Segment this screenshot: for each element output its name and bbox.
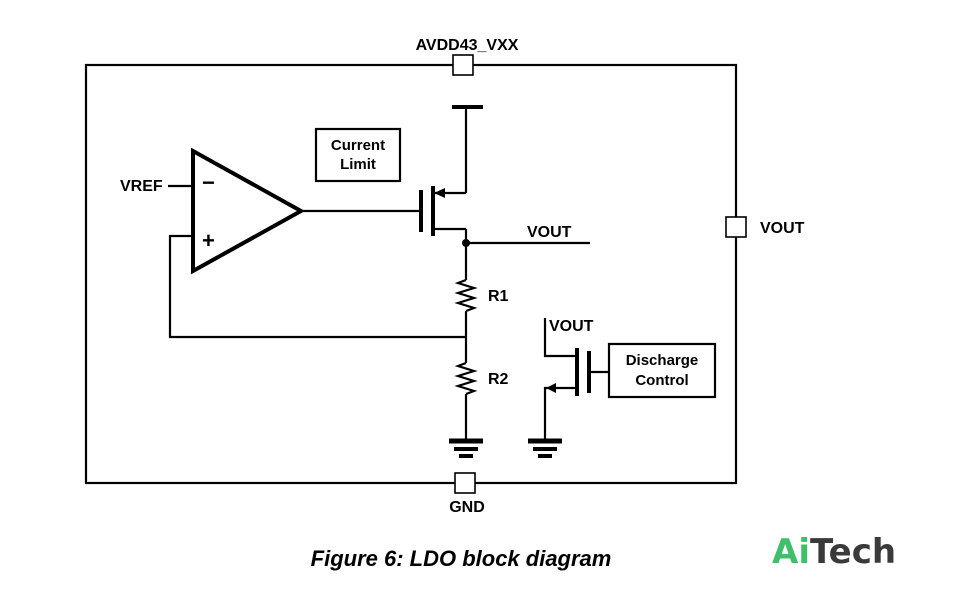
svg-text:AiTech: AiTech	[772, 532, 896, 572]
opamp-plus-sign: +	[202, 228, 215, 253]
discharge-control-text-2: Control	[635, 372, 688, 389]
aitech-logo: AiTech	[772, 532, 896, 572]
vref-label: VREF	[120, 178, 163, 195]
discharge-fet-arrow	[546, 383, 556, 393]
current-limit-text-1: Current	[331, 137, 385, 154]
vout-node-label: VOUT	[527, 224, 572, 241]
pin-vout	[725, 216, 747, 238]
vout-discharge-label: VOUT	[549, 318, 594, 335]
discharge-drain-wire	[543, 318, 577, 358]
r1-resistor	[454, 278, 478, 313]
error-amplifier	[191, 147, 306, 275]
discharge-control-block	[607, 342, 717, 399]
ground-symbol-r2	[449, 438, 483, 458]
pin-avdd-label: AVDD43_VXX	[416, 37, 519, 54]
r1-label: R1	[488, 288, 509, 305]
discharge-control-text-1: Discharge	[626, 352, 699, 369]
pin-gnd-label: GND	[449, 499, 485, 516]
feedback-wire	[168, 234, 466, 339]
opamp-minus-sign: −	[202, 170, 215, 195]
pin-avdd	[452, 54, 474, 76]
figure-caption: Figure 6: LDO block diagram	[311, 546, 612, 571]
current-limit-block	[314, 127, 402, 183]
pass-fet-arrow	[434, 188, 445, 198]
pin-gnd	[454, 472, 476, 494]
r2-resistor	[454, 361, 478, 396]
logo-ai: Ai	[772, 532, 810, 572]
r2-label: R2	[488, 371, 509, 388]
package-outline	[84, 63, 738, 485]
ground-symbol-discharge	[528, 438, 562, 458]
discharge-source-wire	[543, 386, 577, 439]
pin-vout-label: VOUT	[760, 220, 805, 237]
current-limit-text-2: Limit	[340, 156, 376, 173]
logo-tech: Tech	[810, 532, 896, 572]
